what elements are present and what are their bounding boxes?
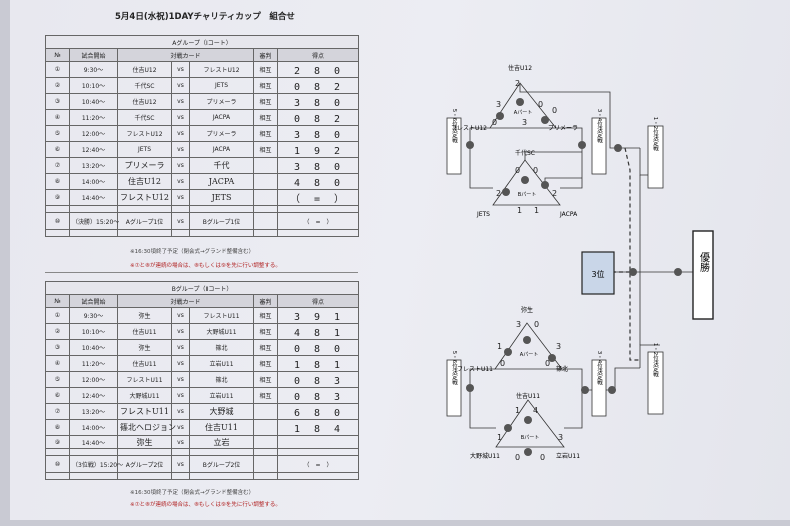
team-c-right: 篠北: [556, 365, 568, 373]
score-a-2: 0: [538, 100, 543, 109]
a-triangle: [489, 82, 557, 129]
spacer-cell: [276, 229, 360, 237]
box-3-4-upper: [591, 117, 607, 175]
score-a-0: 2: [515, 79, 520, 88]
team-d-right: 立岩U11: [556, 452, 580, 460]
team-c-left: フレストU11: [457, 366, 493, 373]
part-d-label: Bパート: [521, 435, 539, 441]
score-a-5: 0: [552, 106, 557, 115]
group-b-note-end: ※16:30頃終了予定（閉会式→グランド整備含む）: [130, 490, 255, 496]
group-b-note-adjust: ※⑦と⑧が連続の場合は、⑧もしくは⑨を先に行い調整する。: [130, 502, 281, 508]
team-c-top: 弥生: [521, 306, 533, 314]
score-c-5: 3: [556, 342, 561, 351]
label-1-2-upper: 1・2位決定戦: [652, 117, 659, 153]
part-b-label: Bパート: [518, 192, 536, 198]
label-5-6-lower: 5・6位決定戦: [451, 351, 458, 387]
score-b-1: 0: [533, 166, 538, 175]
score-c-3: 0: [500, 359, 505, 368]
team-d-left: 大野城U11: [470, 452, 500, 460]
score-d-4: 0: [540, 453, 545, 462]
d-triangle: [495, 399, 565, 448]
score-d-0: 1: [515, 406, 520, 415]
group-a-caption: Aグループ（Ⅰコート）: [44, 35, 360, 49]
third-place-box: [581, 251, 615, 295]
score-b-0: 0: [515, 166, 520, 175]
spacer-row: [45, 472, 360, 480]
score-c-0: 3: [516, 320, 521, 329]
column-header: 得点: [276, 48, 360, 62]
champion-box: [692, 230, 714, 320]
column-header: 試合開始: [69, 48, 118, 62]
c-triangle: [494, 322, 563, 370]
column-header: №: [45, 48, 70, 62]
team-d-top: 住吉U11: [516, 392, 540, 400]
score-b-3: 1: [517, 206, 522, 215]
column-header: 試合開始: [69, 294, 118, 308]
part-a-label: Aパート: [514, 110, 532, 116]
label-3-4-upper: 3・4位決定戦: [596, 109, 603, 145]
score-a-4: 3: [522, 118, 527, 127]
score-a-1: 3: [496, 100, 501, 109]
column-header: 審判: [253, 48, 278, 62]
label-1-2-lower: 1・2位決定戦: [652, 343, 659, 379]
box-5-6-lower: [446, 359, 462, 417]
team-a-left: フレストU12: [451, 125, 487, 132]
team-a-right: プリメーラ: [548, 125, 578, 132]
score-d-1: 4: [533, 406, 538, 415]
match-score: 0 8 2: [276, 77, 360, 94]
group-a-note-end: ※16:30頃終了予定（閉会式→グランド整備含む）: [130, 249, 255, 255]
label-3-4-lower: 3・4位決定戦: [596, 351, 603, 387]
score-d-3: 0: [515, 453, 520, 462]
group-a-note-adjust: ※⑦と⑧が連続の場合は、⑧もしくは⑨を先に行い調整する。: [130, 263, 281, 269]
column-header: 対戦カード: [117, 48, 254, 62]
part-c-label: Aパート: [520, 352, 538, 358]
team-b-top: 千代SC: [515, 149, 535, 157]
column-header: №: [45, 294, 70, 308]
spacer-row: [45, 229, 360, 237]
score-b-2: 2: [496, 189, 501, 198]
score-b-5: 2: [552, 189, 557, 198]
box-5-6-upper: [446, 117, 462, 175]
score-c-1: 0: [534, 320, 539, 329]
champion-label: 優勝: [698, 251, 710, 273]
page-title: 5月4日(水祝)1DAYチャリティカップ 組合せ: [115, 12, 295, 22]
score-d-2: 1: [497, 433, 502, 442]
score-a-3: 0: [492, 118, 497, 127]
score-c-2: 1: [497, 342, 502, 351]
third-place-label: 3位: [591, 269, 604, 279]
score-c-4: 0: [545, 359, 550, 368]
column-header: 得点: [276, 294, 360, 308]
score-d-5: 3: [558, 433, 563, 442]
box-3-4-lower: [591, 359, 607, 417]
score-b-4: 1: [534, 206, 539, 215]
team-b-left: JETS: [476, 211, 490, 218]
group-divider: [45, 272, 358, 273]
match-score: 3 8 0: [276, 125, 360, 142]
label-5-6-upper: 5・6位決定戦: [451, 109, 458, 145]
box-1-2-lower: [647, 351, 664, 415]
team-b-right: JACPA: [559, 211, 578, 218]
spacer-cell: [276, 472, 360, 480]
box-1-2-upper: [647, 125, 664, 189]
team-a-top: 住吉U12: [508, 64, 532, 72]
